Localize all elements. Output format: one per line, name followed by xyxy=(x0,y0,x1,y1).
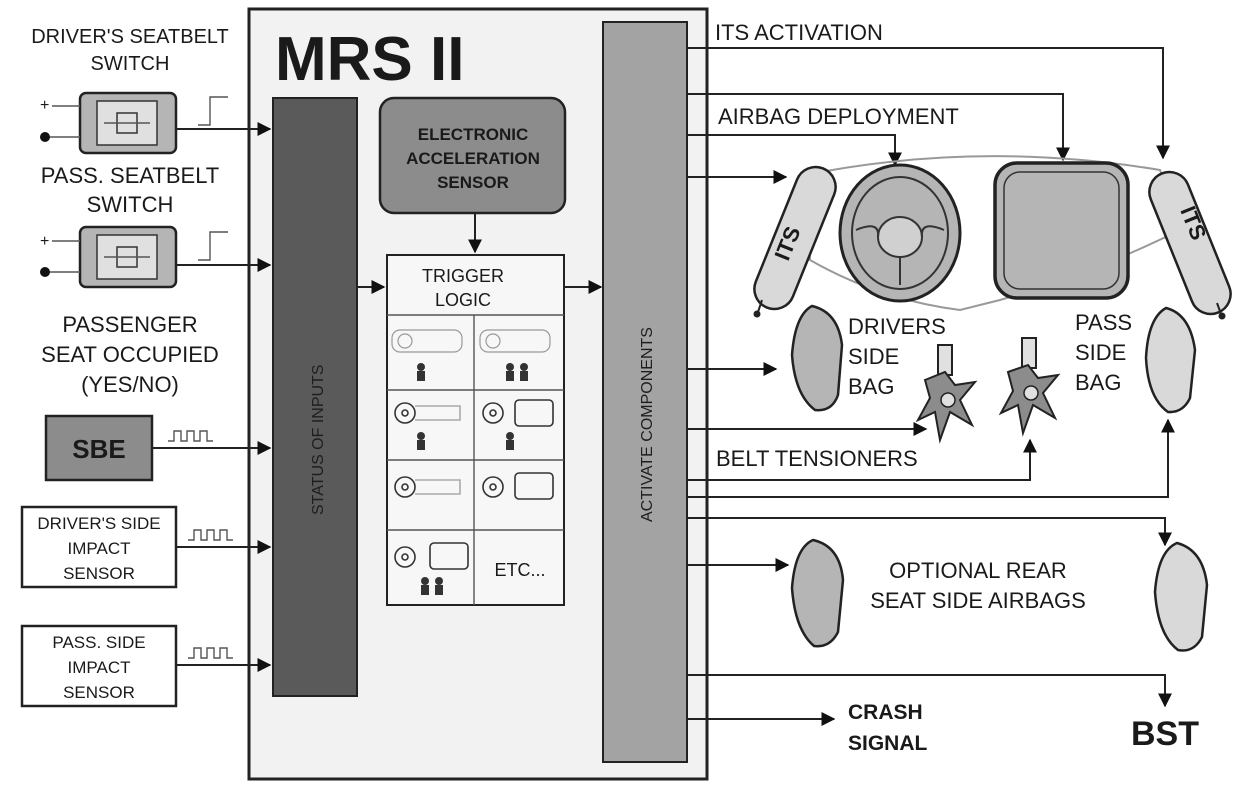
optional-rear-label-1: OPTIONAL REAR xyxy=(889,558,1067,583)
plus-sign: + xyxy=(40,97,49,114)
sbe-label: SBE xyxy=(72,434,125,464)
bst-label: BST xyxy=(1131,715,1199,753)
airbag-icon xyxy=(429,542,469,570)
rear-side-airbag-right xyxy=(1153,541,1209,652)
its-activation-label: ITS ACTIVATION xyxy=(715,20,883,45)
pass-seatbelt-label-2: SWITCH xyxy=(87,192,174,217)
status-of-inputs-column xyxy=(272,97,358,697)
belt-tensioner-left xyxy=(915,344,978,444)
pass-side-bag-label-1: PASS xyxy=(1075,310,1132,335)
steering-wheel-icon xyxy=(394,546,416,568)
steering-wheel-icon xyxy=(394,476,504,498)
airbag-deployment-label: AIRBAG DEPLOYMENT xyxy=(718,104,959,129)
drivers-side-bag xyxy=(790,304,844,412)
driver-airbag-steering-wheel xyxy=(838,163,962,303)
pass-impact-label-1: PASS. SIDE xyxy=(52,633,145,652)
drivers-side-bag-label-3: BAG xyxy=(848,374,894,399)
trigger-etc-label: ETC... xyxy=(494,560,545,580)
sbe-box xyxy=(44,414,154,482)
passenger-front-airbag xyxy=(993,161,1130,300)
driver-impact-label-3: SENSOR xyxy=(63,564,135,583)
accel-sensor-line-3: SENSOR xyxy=(437,173,509,192)
activate-components-column xyxy=(602,21,688,763)
accel-sensor-line-1: ELECTRONIC xyxy=(418,125,529,144)
mrs-ii-title: MRS II xyxy=(275,25,464,94)
pass-impact-label-2: IMPACT xyxy=(68,658,131,677)
occupant-icon xyxy=(421,577,443,595)
crash-signal-label-2: SIGNAL xyxy=(848,732,928,755)
occupant-icon xyxy=(417,432,514,450)
passenger-occupied-label-1: PASSENGER xyxy=(62,312,197,337)
pass-side-bag-label-2: SIDE xyxy=(1075,340,1126,365)
status-of-inputs-label: STATUS OF INPUTS xyxy=(310,364,327,515)
belt-tensioners-label: BELT TENSIONERS xyxy=(716,446,918,471)
crash-signal-label-1: CRASH xyxy=(848,701,923,724)
driver-seatbelt-label-1: DRIVER'S SEATBELT xyxy=(31,26,229,48)
pulse-signal-icon xyxy=(188,529,233,541)
driver-side-impact-sensor xyxy=(20,505,178,589)
accel-sensor-line-2: ACCELERATION xyxy=(406,149,540,168)
pass-seatbelt-label-1: PASS. SEATBELT xyxy=(41,163,220,188)
trigger-logic-line-2: LOGIC xyxy=(435,290,491,310)
rear-side-airbag-left xyxy=(790,538,845,648)
trigger-cell-icons xyxy=(391,329,551,353)
drivers-side-bag-label-1: DRIVERS xyxy=(848,314,946,339)
activate-components-label: ACTIVATE COMPONENTS xyxy=(639,327,656,522)
optional-rear-label-2: SEAT SIDE AIRBAGS xyxy=(870,588,1086,613)
passenger-occupied-label-2: SEAT OCCUPIED xyxy=(41,342,219,367)
airbag-icon xyxy=(514,472,554,500)
ground-terminal xyxy=(40,132,50,142)
airbag-icon xyxy=(514,399,554,427)
pass-side-bag xyxy=(1144,306,1197,414)
pass-side-bag-label-3: BAG xyxy=(1075,370,1121,395)
passenger-occupied-label-3: (YES/NO) xyxy=(81,372,179,397)
belt-tensioner-right xyxy=(998,337,1061,437)
occupant-icon xyxy=(417,363,528,381)
pass-side-impact-sensor xyxy=(20,624,178,708)
drivers-side-bag-label-2: SIDE xyxy=(848,344,899,369)
acceleration-sensor-box xyxy=(378,96,567,215)
driver-impact-label-1: DRIVER'S SIDE xyxy=(37,514,160,533)
steering-wheel-icon xyxy=(394,402,504,424)
pulse-signal-icon xyxy=(188,647,233,659)
pass-impact-label-3: SENSOR xyxy=(63,683,135,702)
its-tube-left: ITS xyxy=(753,165,837,318)
trigger-logic-box xyxy=(386,254,565,606)
ground-terminal xyxy=(40,267,50,277)
its-tube-right: ITS xyxy=(1148,170,1232,320)
driver-impact-label-2: IMPACT xyxy=(68,539,131,558)
driver-seatbelt-label-2: SWITCH xyxy=(91,53,170,75)
trigger-logic-line-1: TRIGGER xyxy=(422,266,504,286)
pulse-signal-icon xyxy=(168,430,213,442)
plus-sign: + xyxy=(40,233,49,250)
